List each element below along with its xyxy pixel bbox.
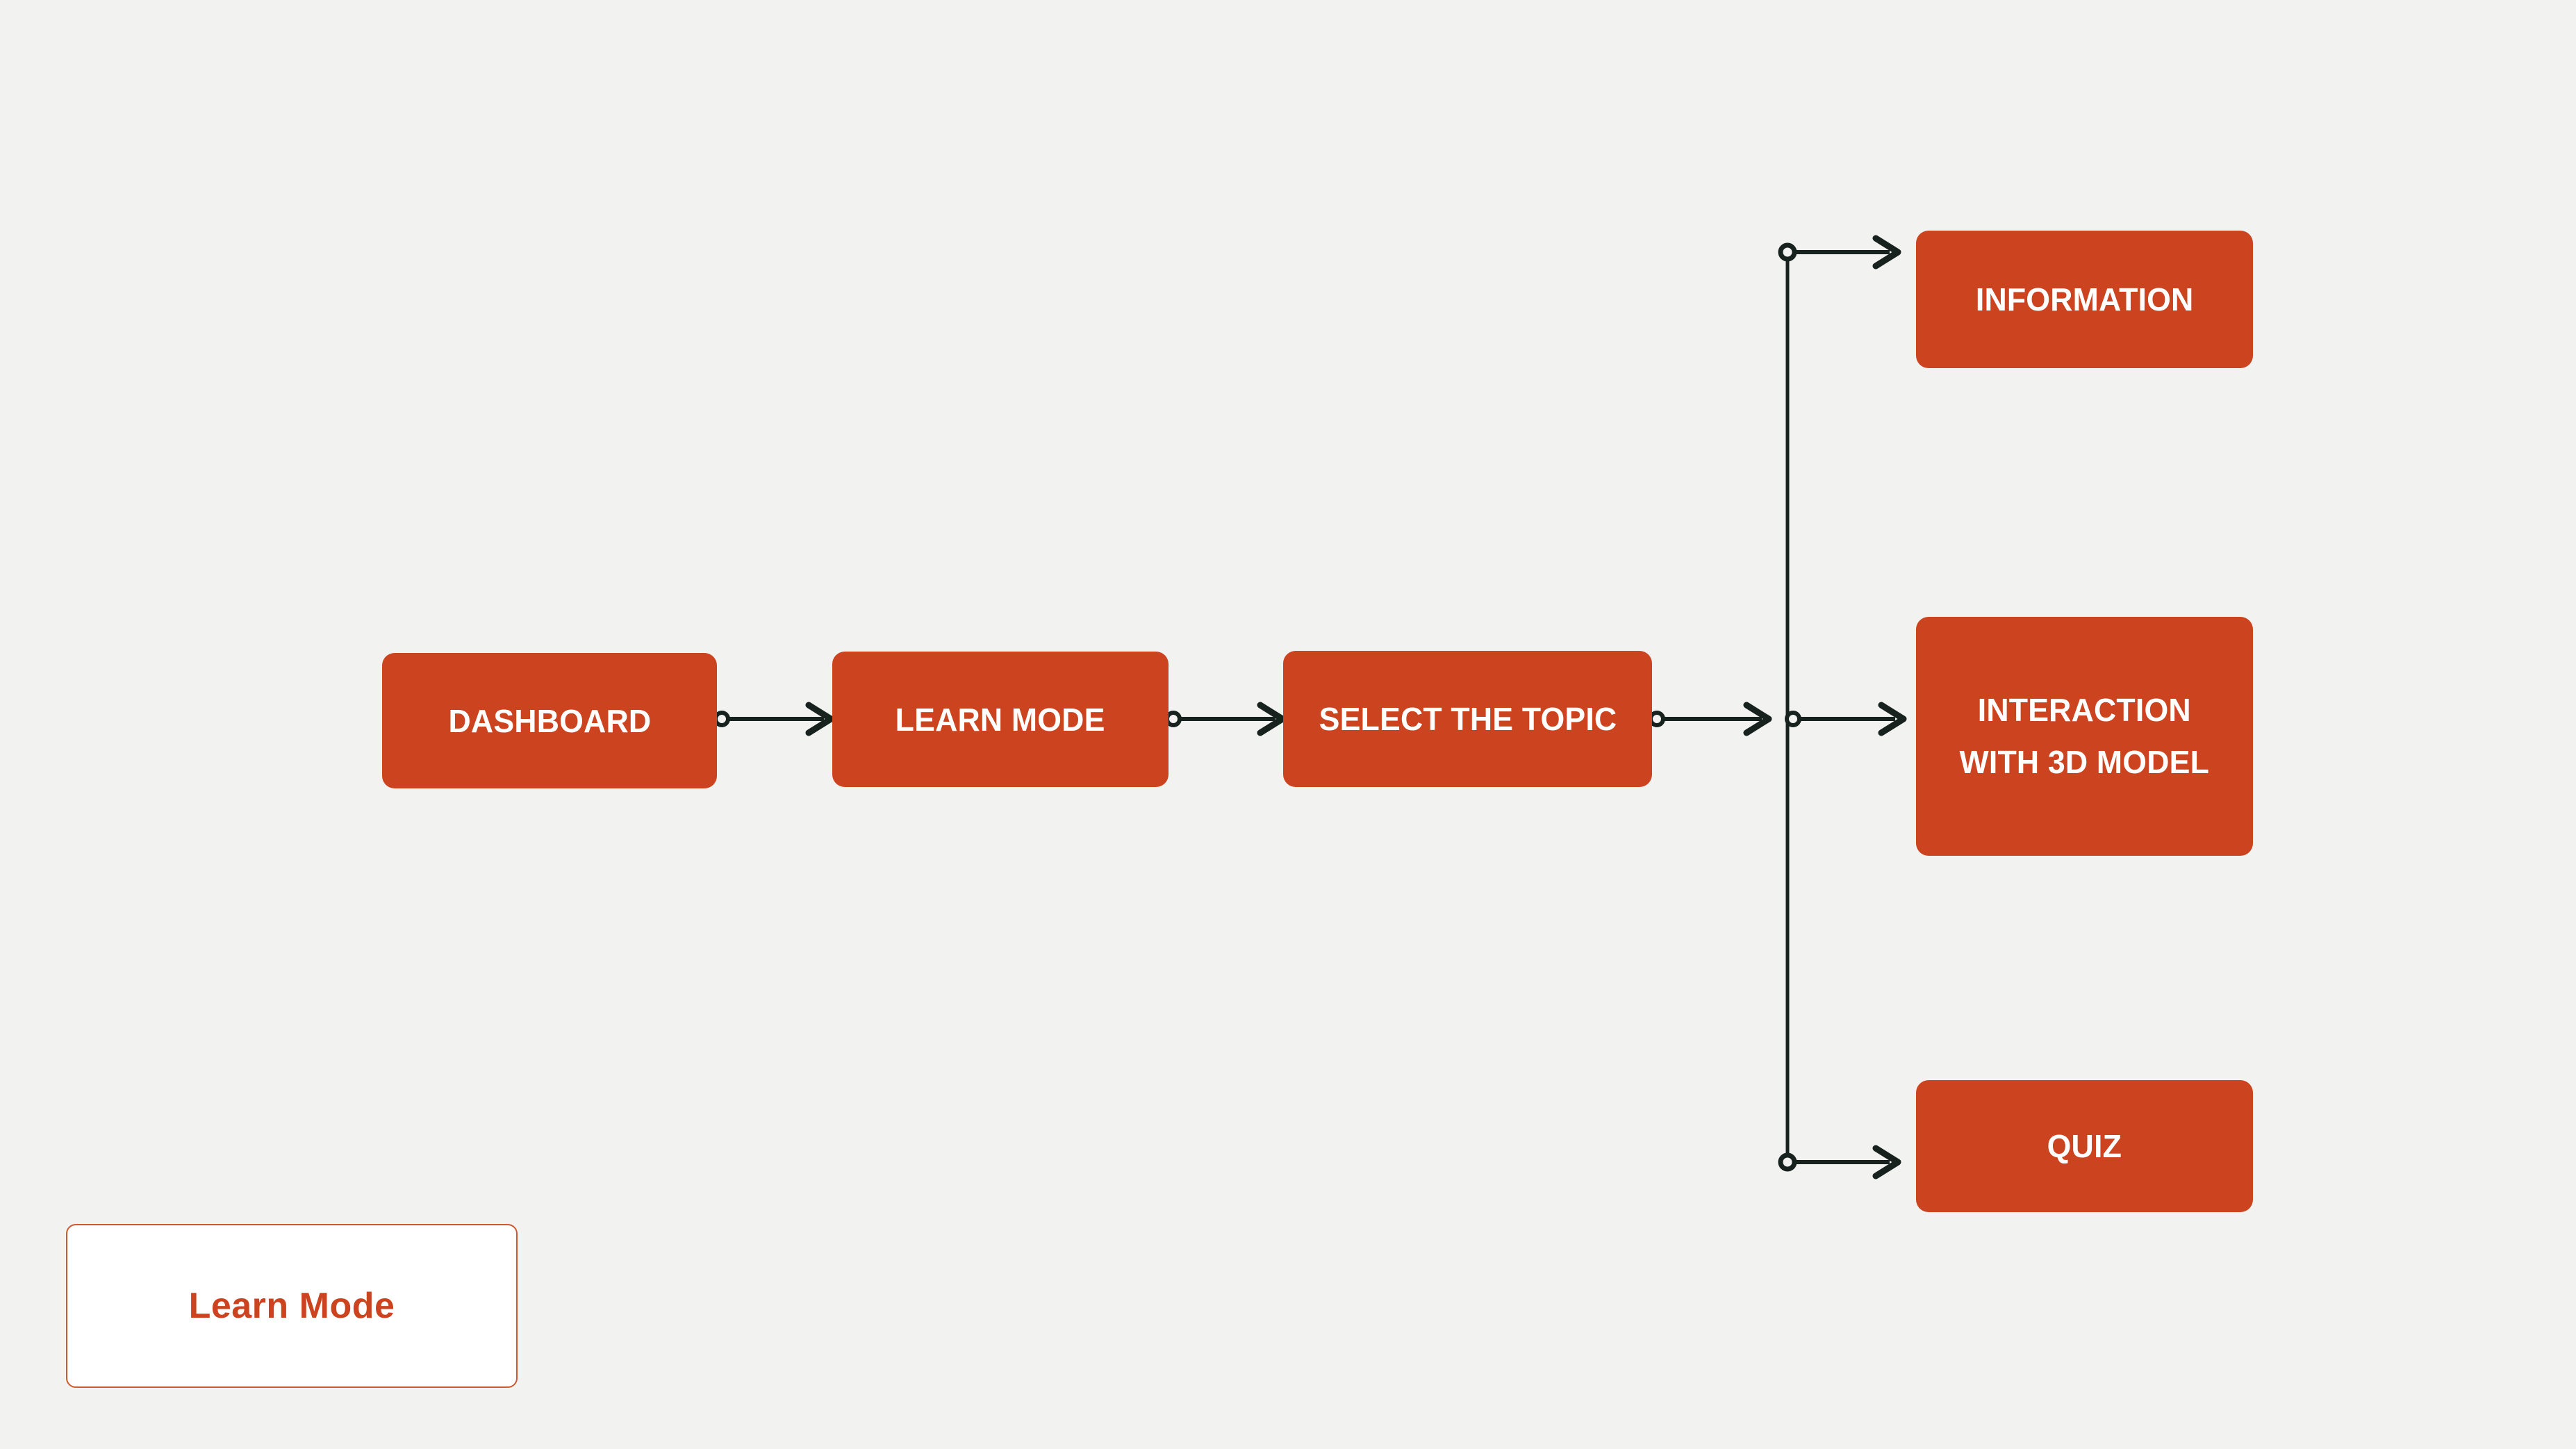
edge-arrowhead <box>1257 702 1286 736</box>
node-interaction-with-3d-model[interactable]: INTERACTION WITH 3D MODEL <box>1916 617 2253 856</box>
edge-arrowhead <box>1743 702 1772 736</box>
node-interaction-label-line1: INTERACTION <box>1977 692 2192 729</box>
edge-source-ring <box>1785 711 1801 727</box>
node-quiz-label: QUIZ <box>2047 1128 2122 1164</box>
node-dashboard-label: DASHBOARD <box>448 702 651 739</box>
node-select-the-topic[interactable]: SELECT THE TOPIC <box>1283 651 1652 787</box>
edge-source-ring <box>1649 711 1665 727</box>
edge-dashboard-to-learn-mode <box>713 702 834 736</box>
node-interaction-label: INTERACTION WITH 3D MODEL <box>1960 684 2209 788</box>
node-learn-mode-label: LEARN MODE <box>895 701 1105 738</box>
legend-card-learn-mode[interactable]: Learn Mode <box>66 1224 518 1388</box>
node-quiz[interactable]: QUIZ <box>1916 1080 2253 1212</box>
node-select-the-topic-label: SELECT THE TOPIC <box>1319 701 1617 737</box>
edge-learn-mode-to-select-topic <box>1165 702 1286 736</box>
edge-arrowhead <box>1872 235 1901 270</box>
node-interaction-label-line2: WITH 3D MODEL <box>1959 744 2210 780</box>
edge-arrowhead <box>1878 702 1907 736</box>
edge-source-ring <box>713 711 730 727</box>
node-information-label: INFORMATION <box>1975 281 2194 317</box>
edge-branch-to-interaction <box>1785 702 1907 736</box>
node-learn-mode[interactable]: LEARN MODE <box>832 652 1169 787</box>
edge-branch-to-quiz <box>1778 1145 1901 1179</box>
node-dashboard[interactable]: DASHBOARD <box>382 653 717 788</box>
edge-arrowhead <box>1872 1145 1901 1179</box>
edge-source-ring <box>1778 242 1797 262</box>
edge-arrowhead <box>805 702 834 736</box>
node-information[interactable]: INFORMATION <box>1916 231 2253 368</box>
edge-select-topic-to-branch <box>1649 702 1772 736</box>
edge-branch-to-information <box>1778 235 1901 270</box>
legend-card-label: Learn Mode <box>188 1286 395 1326</box>
edge-source-ring <box>1778 1152 1797 1172</box>
edge-source-ring <box>1165 711 1182 727</box>
